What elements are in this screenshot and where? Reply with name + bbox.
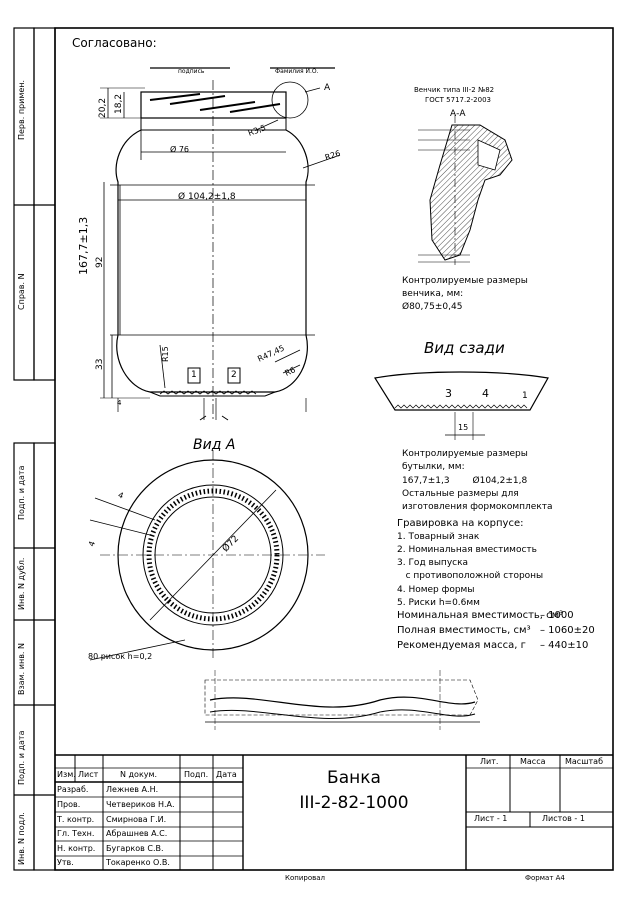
tb-name-razrab: Лежнев А.Н. [106, 785, 159, 794]
engraving-item-2: 2. Номинальная вместимость [397, 545, 537, 555]
agreed-label: Согласовано: [72, 36, 157, 50]
finish-section [418, 115, 513, 265]
dim-r15: R15 [161, 346, 170, 362]
tb-role-utv: Утв. [57, 858, 74, 867]
nominal-value: – 1000 [540, 610, 574, 621]
tb-name-prov: Четвериков Н.А. [106, 800, 175, 809]
dim-neck: Ø 76 [170, 145, 190, 154]
side-label-podp1: Подп. и дата [17, 465, 26, 521]
mass-label: Рекомендуемая масса, г [397, 640, 526, 651]
dim-body-height: 92 [95, 256, 105, 268]
bottle-controlled-1: Контролируемые размеры [402, 449, 528, 459]
footer-format: Формат А4 [525, 874, 565, 882]
other-dims-1: Остальные размеры для [402, 489, 519, 499]
circle-view [89, 450, 325, 661]
jar-main-view [100, 80, 341, 421]
side-label-sprav: Справ. N [17, 273, 26, 310]
rear-num-3: 3 [445, 387, 452, 400]
dim-small-4: 4 [117, 399, 122, 407]
side-label-vzam: Взам. инв. N [17, 643, 26, 695]
surname-caption: Фамилия И.О. [275, 68, 319, 75]
bottle-controlled-2: бутылки, мм: [402, 462, 465, 472]
dim-total-height: 167,7±1,3 [77, 216, 90, 275]
finish-title-1: Венчик типа III-2 №82 [414, 86, 495, 94]
nominal-label: Номинальная вместимость, см³ [397, 610, 564, 621]
rear-num-4: 4 [482, 387, 489, 400]
tb-header-podp: Подп. [184, 770, 209, 779]
tb-name-tkontr: Смирнова Г.И. [106, 815, 167, 824]
tb-role-tkontr: Т. контр. [57, 815, 95, 824]
footer-copied: Копировал [285, 874, 325, 882]
finish-controlled-value: Ø80,75±0,45 [402, 302, 463, 312]
tb-name-nkontr: Бугарков С.В. [106, 844, 164, 853]
dim-bottom-height: 33 [95, 358, 105, 370]
engraving-title: Гравировка на корпусе: [397, 518, 524, 529]
full-value: – 1060±20 [540, 625, 595, 636]
tb-name-utv: Токаренко О.В. [106, 858, 170, 867]
engraving-item-4: 4. Номер формы [397, 585, 475, 595]
other-dims-2: изготовления формокомплекта [402, 502, 553, 512]
finish-controlled-2: венчика, мм: [402, 289, 464, 299]
tb-role-nkontr: Н. контр. [57, 844, 96, 853]
tb-header-ndoc: N докум. [120, 770, 158, 779]
engraving-item-5: 5. Риски h=0.6мм [397, 598, 480, 608]
tb-header-list: Лист [78, 770, 99, 779]
circle-note: 80 рисок h=0,2 [88, 652, 153, 661]
tb-role-razrab: Разраб. [57, 785, 89, 794]
tb-role-prov: Пров. [57, 800, 81, 809]
mass-value: – 440±10 [540, 640, 589, 651]
section-aa: А-А [450, 109, 466, 119]
engrave-mark-2: 2 [231, 370, 237, 380]
finish-controlled-1: Контролируемые размеры [402, 276, 528, 286]
engraving-item-3b: с противоположной стороны [397, 571, 544, 581]
title-block-grid [55, 754, 613, 870]
tb-sheet: Лист - 1 [474, 814, 508, 823]
side-label-inv-dubl: Инв. N дубл. [17, 557, 26, 610]
side-label-podp2: Подп. и дата [17, 730, 26, 786]
tb-header-izm: Изм. [57, 770, 76, 779]
rear-view-title: Вид сзади [424, 339, 505, 357]
dim-18-2: 18,2 [114, 93, 124, 114]
dim-20-2: 20,2 [98, 97, 108, 118]
bottle-controlled-values: 167,7±1,3 Ø104,2±1,8 [402, 476, 528, 486]
bottom-profile [204, 670, 480, 730]
signature-caption: подпись [178, 68, 205, 75]
view-a-title: Вид А [193, 437, 236, 453]
dim-body: Ø 104,2±1,8 [178, 192, 236, 202]
engraving-item-1: 1. Товарный знак [397, 532, 480, 542]
tb-name-gltekhn: Абрашнев А.С. [106, 829, 168, 838]
tb-sheets: Листов - 1 [542, 814, 585, 823]
finish-title-2: ГОСТ 5717.2-2003 [425, 96, 492, 104]
tb-mass: Масса [520, 757, 546, 766]
engraving-item-3: 3. Год выпуска [397, 558, 469, 568]
side-label-perv: Перв. примен. [17, 79, 26, 140]
rear-dim-15: 15 [458, 423, 469, 432]
doc-code: III-2-82-1000 [299, 793, 409, 813]
tb-header-data: Дата [216, 770, 237, 779]
rear-num-1: 1 [522, 391, 528, 401]
tb-lit: Лит. [480, 757, 499, 766]
engrave-mark-1: 1 [191, 370, 197, 380]
detail-a-label: А [324, 83, 331, 93]
doc-name: Банка [327, 768, 381, 788]
tb-role-gltekhn: Гл. Техн. [57, 829, 95, 838]
full-label: Полная вместимость, см³ [397, 625, 531, 636]
rear-view [374, 371, 549, 440]
side-label-inv-podl: Инв. N подл. [17, 812, 26, 865]
tb-scale: Масштаб [565, 757, 604, 766]
side-strips [13, 27, 56, 871]
